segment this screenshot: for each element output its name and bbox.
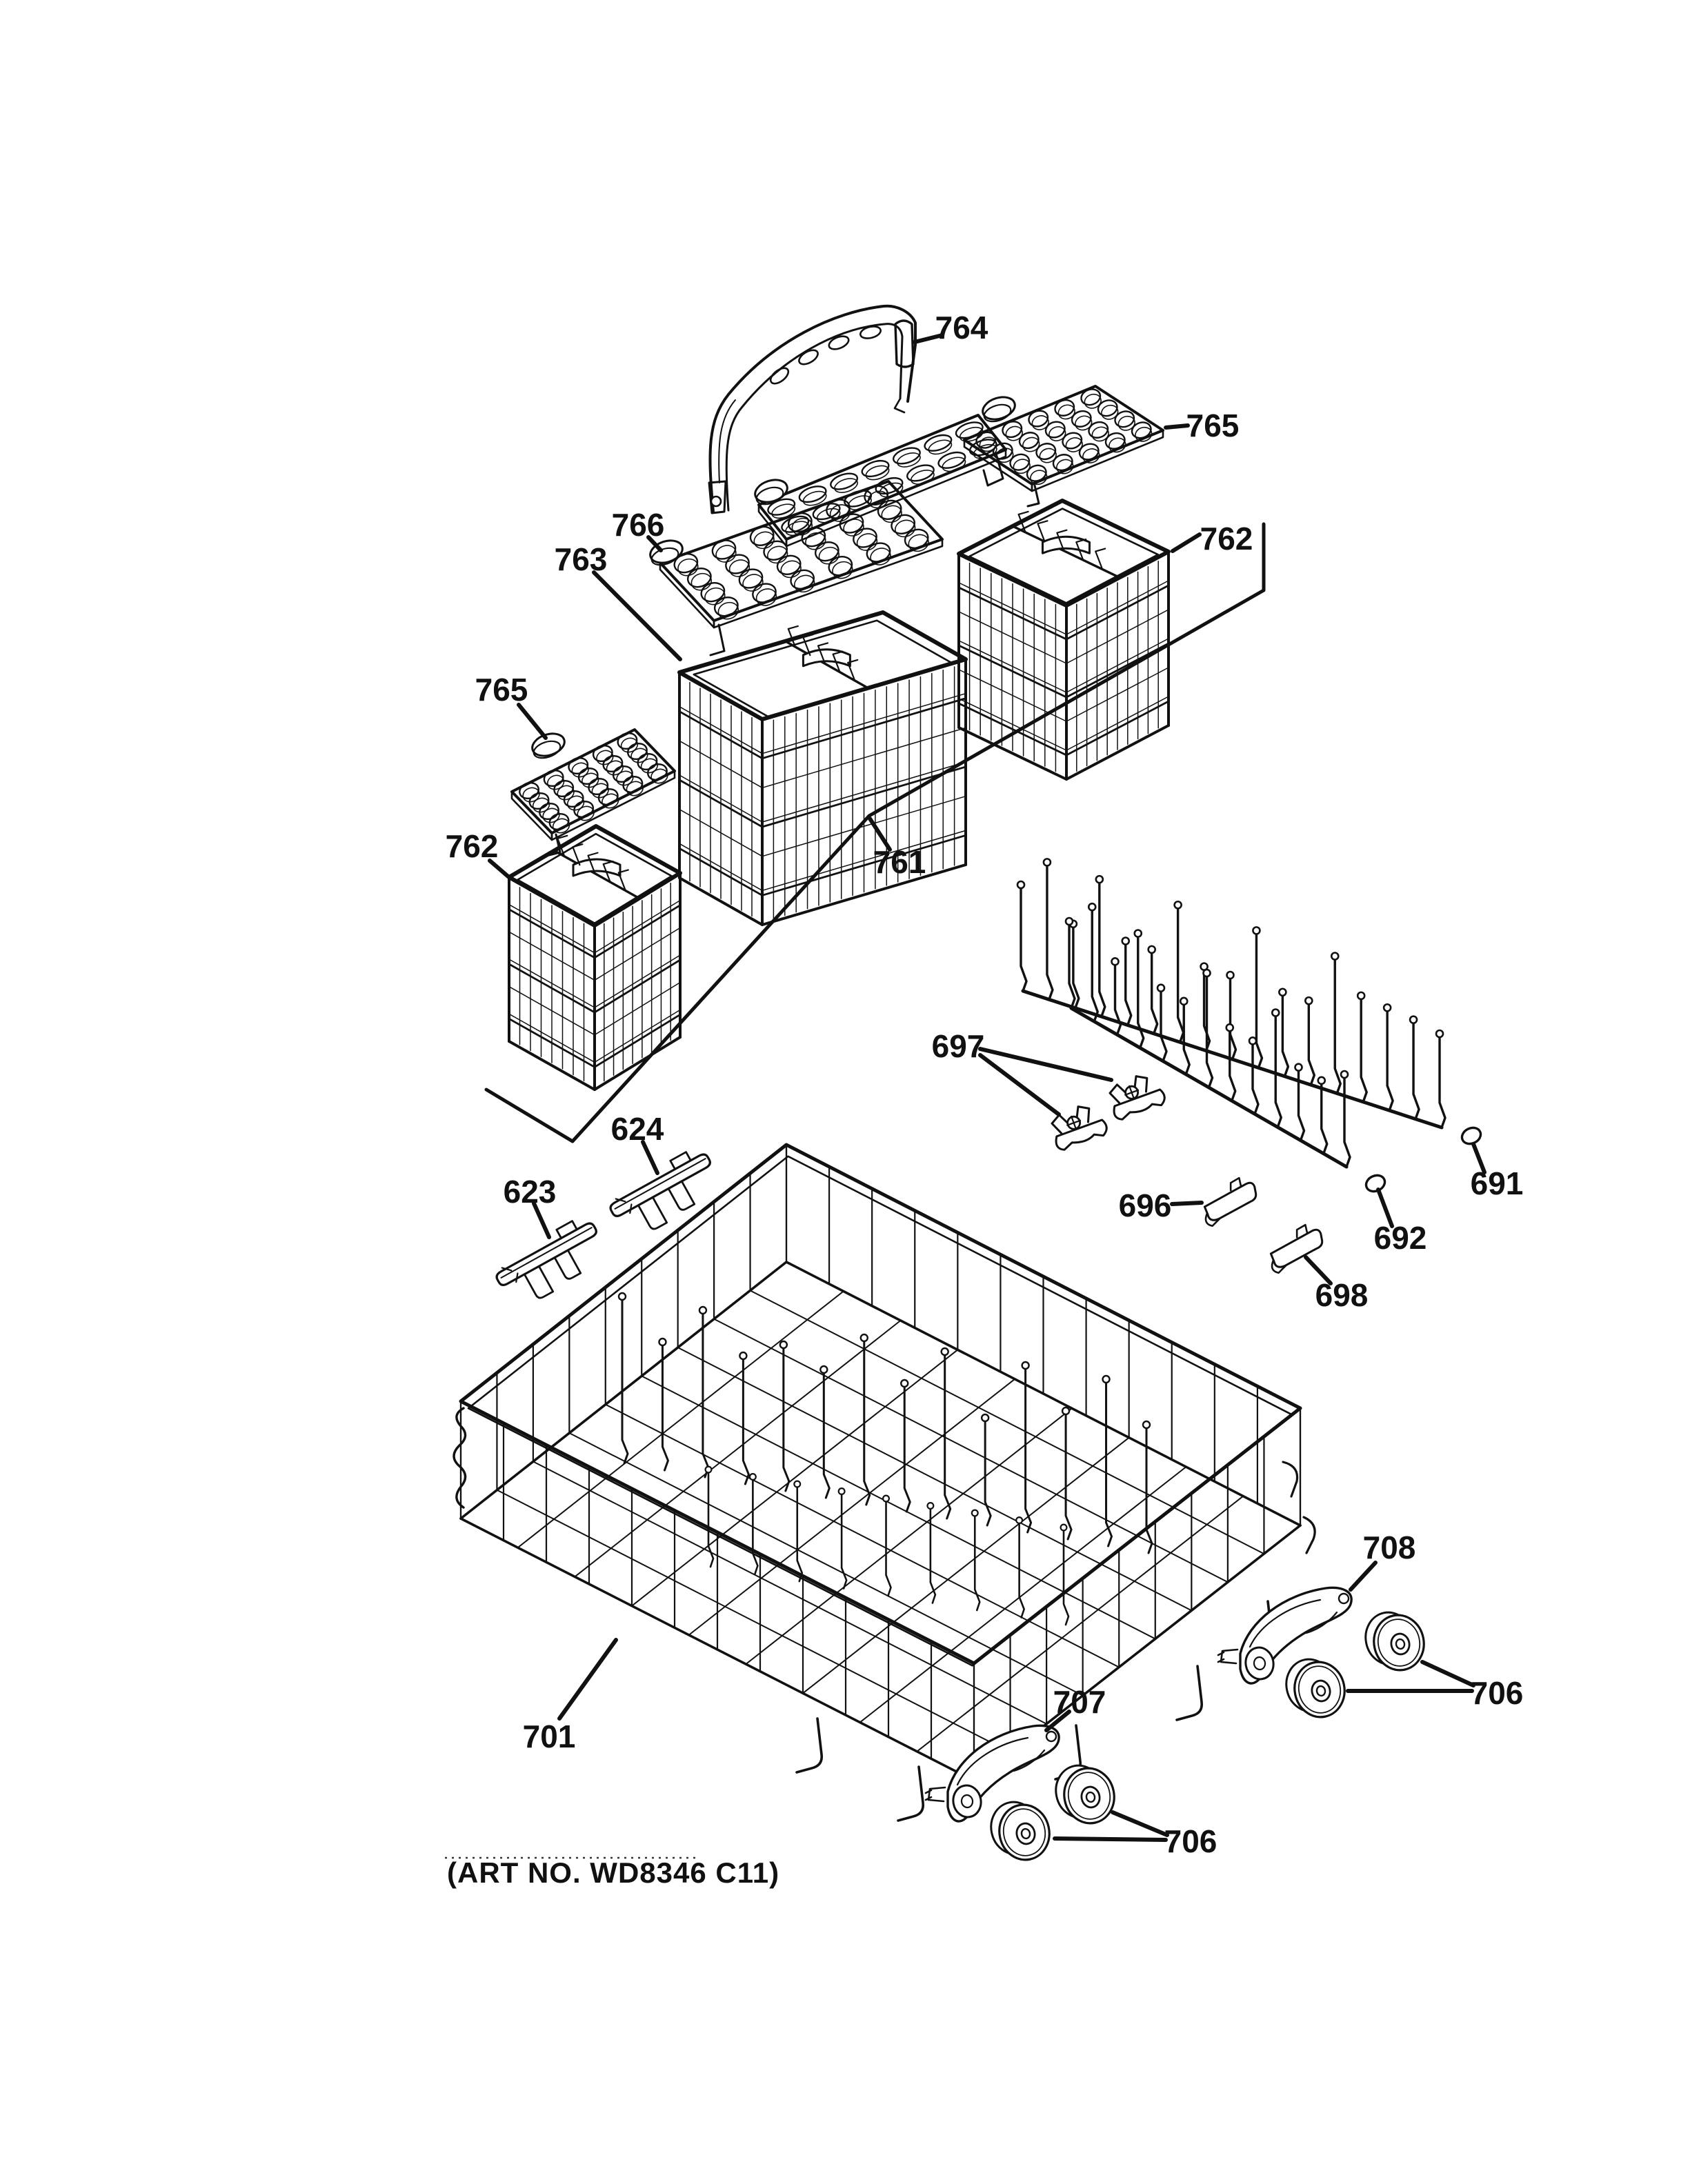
- leader-line: [1420, 1660, 1475, 1687]
- part-number-text: 763: [555, 541, 608, 577]
- leader-line: [978, 1047, 1113, 1082]
- basket-handle: [708, 304, 917, 514]
- lower-rack: [453, 1143, 1316, 1822]
- part-number-text: 696: [1119, 1188, 1172, 1223]
- part-label-623: 623: [504, 1174, 557, 1239]
- small-basket-right: [957, 499, 1171, 781]
- small-lid-right: [963, 385, 1164, 508]
- part-number-text: 701: [523, 1719, 576, 1754]
- part-label-707: 707: [1044, 1684, 1106, 1732]
- leader-line: [1111, 1810, 1169, 1837]
- silverware-basket-center: [677, 610, 968, 926]
- part-number-text: 762: [1200, 521, 1253, 557]
- part-number-text: 706: [1471, 1675, 1524, 1711]
- rack-slide-clip-623: [495, 1220, 597, 1299]
- tine-pivot-clip-a: [1051, 1105, 1108, 1151]
- leader-line: [1170, 1201, 1204, 1206]
- part-number-text: 708: [1363, 1530, 1416, 1565]
- part-number-text: 623: [504, 1174, 557, 1210]
- part-label-764: 764: [913, 310, 988, 345]
- leader-line: [913, 333, 944, 344]
- leader-line: [1044, 1710, 1071, 1732]
- combo-lid-upper: [754, 414, 1007, 548]
- part-label-761: 761: [868, 817, 926, 880]
- footer: (ART NO. WD8346 C11): [445, 1856, 779, 1889]
- leader-line: [517, 703, 548, 740]
- tine-clip-696: [1203, 1176, 1257, 1228]
- part-number-text: 764: [935, 310, 988, 345]
- leader-line: [1304, 1255, 1333, 1285]
- part-number-text: 706: [1164, 1823, 1217, 1859]
- part-label-762r: 762: [1171, 521, 1253, 557]
- leader-line: [488, 859, 512, 880]
- fold-down-tine-assembly: [1016, 858, 1482, 1193]
- part-number-text: 692: [1374, 1220, 1427, 1256]
- part-label-765l: 765: [475, 672, 548, 740]
- part-number-text: 698: [1315, 1277, 1369, 1313]
- part-number-text: 765: [1186, 408, 1240, 443]
- art-no-text: (ART NO. WD8346 C11): [447, 1856, 779, 1889]
- part-number-text: 765: [475, 672, 528, 708]
- leader-line: [1471, 1142, 1487, 1174]
- part-label-701: 701: [523, 1638, 618, 1754]
- part-number-text: 691: [1471, 1165, 1524, 1201]
- tine-pivot-clip-b: [1109, 1075, 1166, 1121]
- roller-bracket-708: [1217, 1586, 1425, 1719]
- rack-slide-clip-624: [609, 1151, 711, 1230]
- part-number-text: 707: [1053, 1684, 1106, 1720]
- leader-line: [868, 817, 892, 852]
- leader-line: [1376, 1188, 1394, 1228]
- small-lid-left: [510, 728, 676, 856]
- part-label-692: 692: [1374, 1188, 1427, 1256]
- part-label-706b: 706: [1053, 1810, 1217, 1859]
- combo-lid-lower: [649, 480, 944, 657]
- part-label-691: 691: [1471, 1142, 1524, 1201]
- leader-line: [1171, 532, 1202, 553]
- leader-line: [557, 1638, 618, 1721]
- leader-line: [978, 1053, 1061, 1116]
- leader-line: [646, 535, 663, 552]
- part-label-708: 708: [1349, 1530, 1416, 1592]
- part-label-765r: 765: [1164, 408, 1240, 443]
- part-number-text: 697: [932, 1028, 985, 1064]
- part-number-text: 766: [612, 507, 665, 543]
- part-number-text: 624: [611, 1111, 664, 1147]
- part-label-763: 763: [555, 541, 682, 661]
- part-label-697: 697: [932, 1028, 1113, 1116]
- leader-line: [1164, 423, 1190, 430]
- part-label-706r: 706: [1346, 1660, 1524, 1711]
- leader-line: [1053, 1836, 1168, 1842]
- leader-line: [641, 1140, 659, 1175]
- part-number-text: 761: [873, 844, 926, 880]
- part-label-762l: 762: [446, 828, 512, 880]
- part-label-696: 696: [1119, 1188, 1204, 1223]
- tine-retainer-clip-698: [1269, 1223, 1324, 1274]
- part-label-766: 766: [612, 507, 665, 552]
- part-number-text: 762: [446, 828, 499, 864]
- part-label-698: 698: [1304, 1255, 1369, 1313]
- leader-line: [532, 1201, 551, 1239]
- leader-line: [1349, 1561, 1378, 1592]
- part-label-624: 624: [611, 1111, 664, 1175]
- roller-bracket-707: [924, 1724, 1115, 1861]
- small-basket-left: [507, 824, 682, 1091]
- leader-line: [592, 570, 682, 661]
